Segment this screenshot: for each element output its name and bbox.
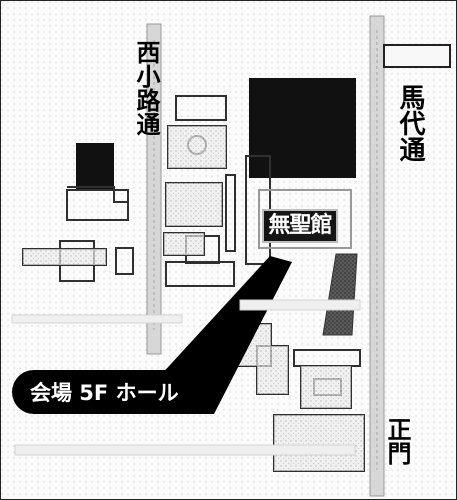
east-street-label: 馬代通 — [395, 84, 425, 162]
venue-label: 会場 5F ホール — [30, 381, 179, 405]
main-gate-label: 正門 — [383, 417, 411, 465]
small-dark-building — [76, 143, 114, 189]
west-road — [146, 23, 162, 355]
small-sign — [383, 44, 451, 68]
grid-strips — [11, 299, 361, 456]
large-dark-building — [249, 78, 356, 178]
venue-callout-box: 会場 5F ホール — [12, 370, 222, 414]
building-outline-highlight — [258, 189, 352, 249]
east-road — [369, 15, 385, 497]
west-street-label: 西小路通 — [132, 40, 160, 136]
building-label: 無聖館 — [262, 209, 338, 243]
